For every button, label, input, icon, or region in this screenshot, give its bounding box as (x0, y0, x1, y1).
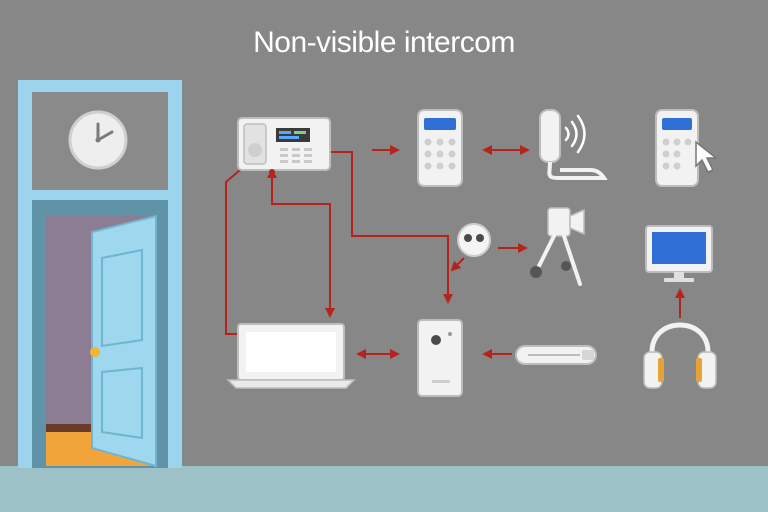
doorbell-button-icon (457, 223, 491, 257)
connection-arrows (225, 145, 685, 359)
usb-stick-icon (515, 345, 597, 365)
handset-phone-icon (539, 109, 608, 180)
laptop-icon (226, 323, 356, 389)
clock-icon (68, 110, 128, 170)
monitor-icon (645, 225, 713, 282)
page-title: Non-visible intercom (253, 26, 515, 59)
door-knob (90, 347, 100, 357)
security-camera-icon (530, 207, 585, 286)
cursor-icon (695, 140, 719, 173)
speaker-unit-icon (417, 319, 463, 397)
headphones-icon (643, 322, 717, 389)
floor (0, 466, 768, 512)
keypad-phone-icon (417, 109, 463, 187)
intercom-base-station-icon (237, 117, 331, 175)
door-icon (46, 214, 157, 468)
keypad-touch-icon (655, 109, 719, 187)
